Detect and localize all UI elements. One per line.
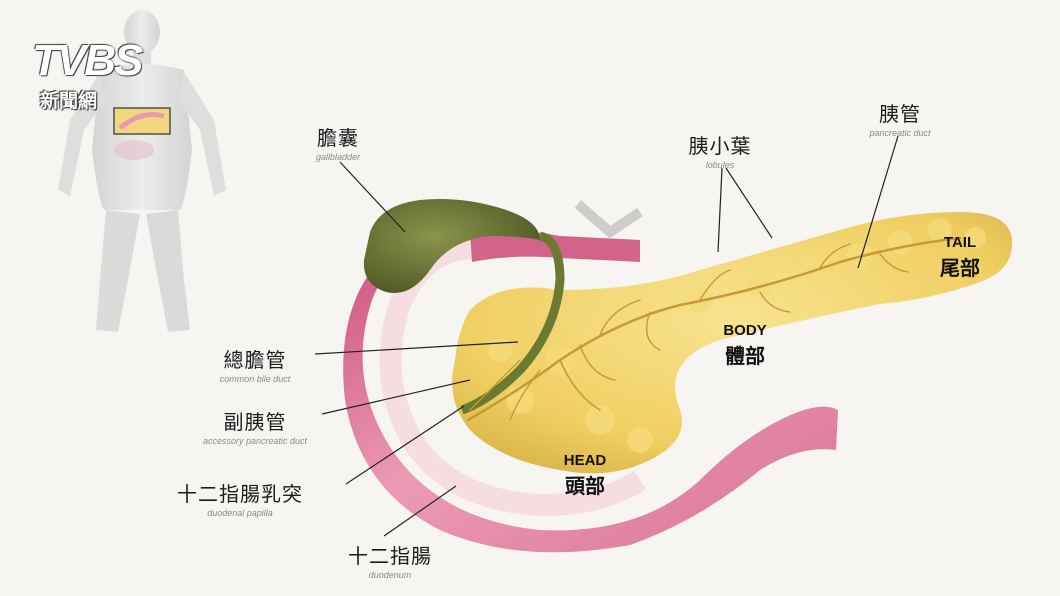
tvbs-logo: TVBS 新聞網 xyxy=(30,18,210,118)
part-head-en: HEAD xyxy=(563,452,607,469)
part-body-zh: 體部 xyxy=(725,344,765,368)
label-common-bile-duct: 總膽管 common bile duct xyxy=(185,344,325,384)
label-duodenal-papilla-en: duodenal papilla xyxy=(207,508,273,518)
label-duodenum-en: duodenum xyxy=(368,570,412,580)
human-figure xyxy=(58,10,226,332)
label-pancreatic-duct-en: pancreatic duct xyxy=(869,128,931,138)
label-duodenal-papilla-zh: 十二指腸乳突 xyxy=(177,482,303,506)
label-gallbladder-zh: 膽囊 xyxy=(317,126,359,150)
part-body-en: BODY xyxy=(723,322,767,339)
label-duodenal-papilla: 十二指腸乳突 duodenal papilla xyxy=(145,478,335,518)
pancreatic-duct-network xyxy=(466,236,962,422)
label-gallbladder: 膽囊 gallbladder xyxy=(288,122,388,162)
label-lobules-en: lobules xyxy=(705,160,735,170)
label-accessory-duct-zh: 副胰管 xyxy=(223,410,287,434)
label-lobules: 胰小葉 lobules xyxy=(660,130,780,170)
part-head-zh: 頭部 xyxy=(565,474,605,498)
label-common-bile-duct-en: common bile duct xyxy=(219,374,291,384)
part-tail-zh: 尾部 xyxy=(940,256,980,280)
label-accessory-duct: 副胰管 accessory pancreatic duct xyxy=(160,406,350,446)
label-pancreatic-duct: 胰管 pancreatic duct xyxy=(840,98,960,138)
label-common-bile-duct-zh: 總膽管 xyxy=(223,348,287,372)
logo-subtitle: 新聞網 xyxy=(40,90,98,112)
label-pancreatic-duct-zh: 胰管 xyxy=(879,102,921,126)
label-gallbladder-en: gallbladder xyxy=(315,152,361,162)
label-duodenum-zh: 十二指腸 xyxy=(348,544,432,568)
leader-lines xyxy=(314,135,899,537)
label-duodenum: 十二指腸 duodenum xyxy=(320,540,460,580)
logo-brand: TVBS xyxy=(32,36,143,85)
gallbladder-organ xyxy=(363,199,643,415)
label-lobules-zh: 胰小葉 xyxy=(688,134,752,158)
part-tail-en: TAIL xyxy=(943,234,977,251)
label-accessory-duct-en: accessory pancreatic duct xyxy=(202,436,308,446)
